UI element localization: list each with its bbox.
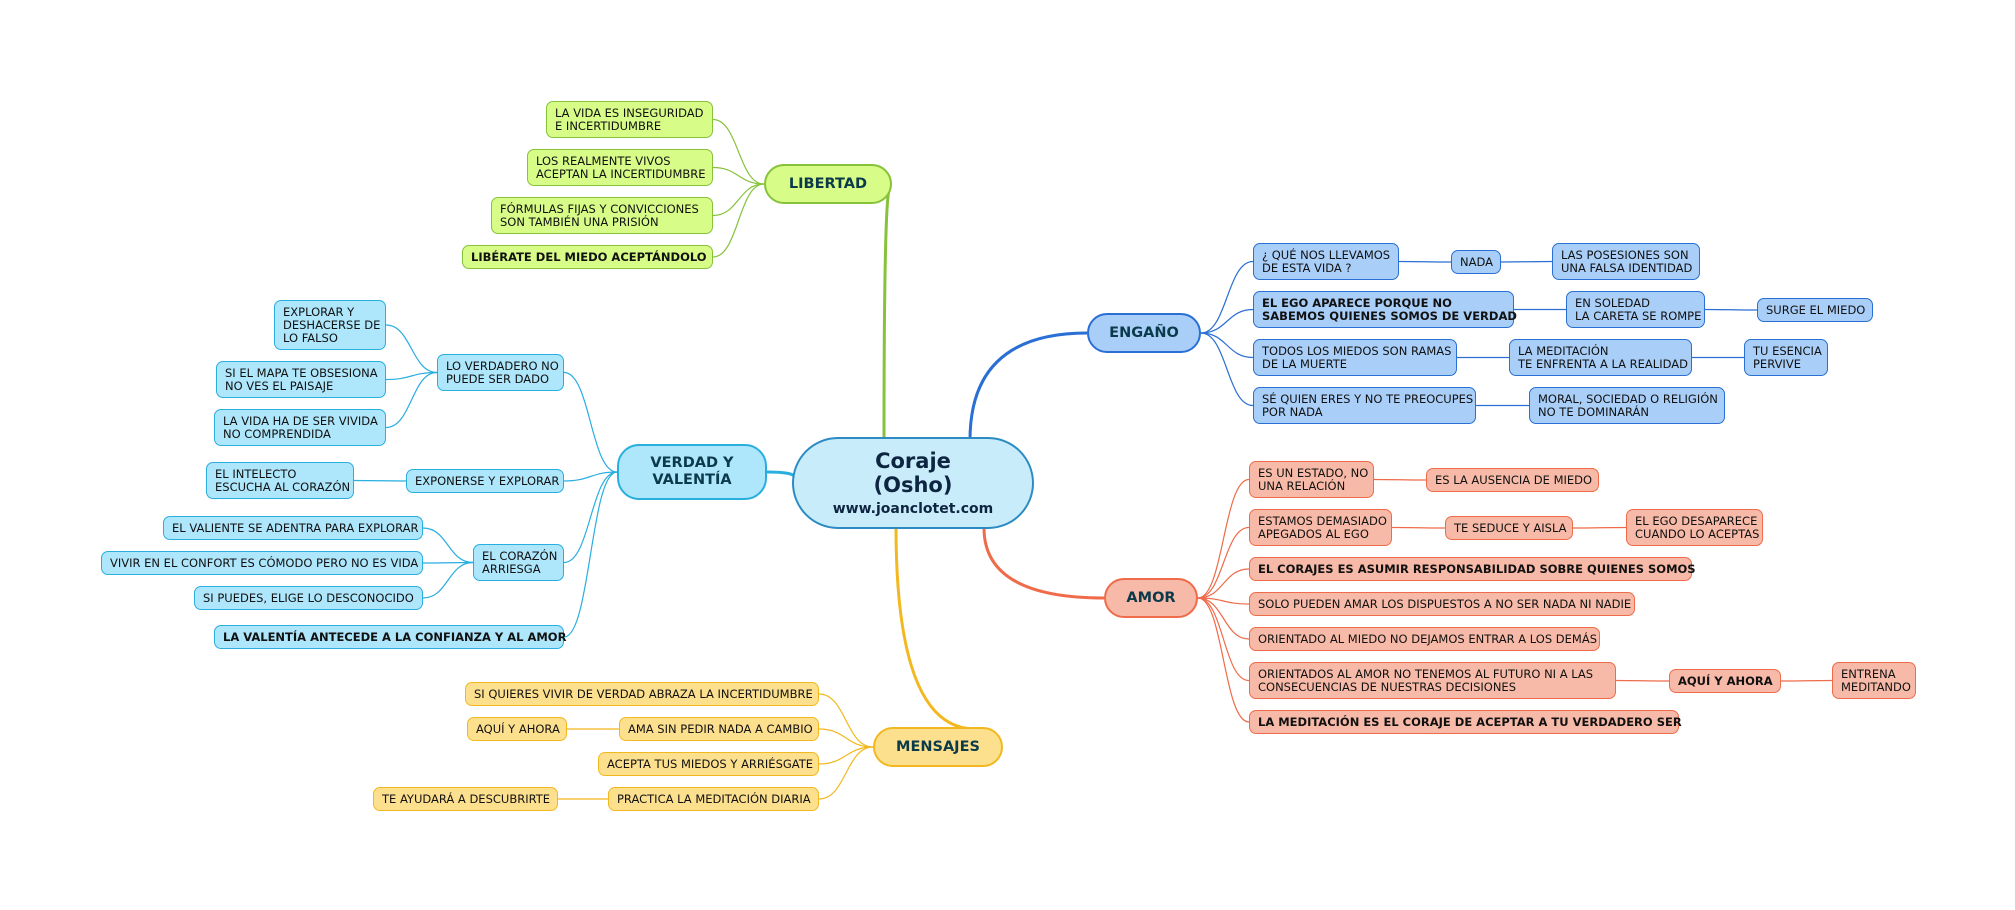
- engano-subitem[interactable]: LAS POSESIONES SON UNA FALSA IDENTIDAD: [1552, 243, 1700, 280]
- verdad-connector: [385, 371, 438, 381]
- central-url: www.joanclotet.com: [832, 500, 994, 517]
- libertad-item[interactable]: LA VIDA ES INSEGURIDAD E INCERTIDUMBRE: [546, 101, 713, 138]
- engano-item[interactable]: SÉ QUIEN ERES Y NO TE PREOCUPES POR NADA: [1253, 387, 1476, 424]
- verdad-item[interactable]: EL CORAZÓN ARRIESGA: [473, 544, 564, 581]
- branch-mensajes[interactable]: MENSAJES: [873, 727, 1003, 767]
- mensajes-item[interactable]: PRACTICA LA MEDITACIÓN DIARIA: [608, 787, 819, 811]
- verdad-subitem[interactable]: EL INTELECTO ESCUCHA AL CORAZÓN: [206, 462, 354, 499]
- amor-subitem[interactable]: AQUÍ Y AHORA: [1669, 669, 1781, 693]
- amor-connector: [1197, 478, 1250, 599]
- branch-verdad-y-valentia[interactable]: VERDAD Y VALENTÍA: [617, 444, 767, 500]
- trunk-verdad: [766, 470, 796, 478]
- amor-subitem[interactable]: ES LA AUSENCIA DE MIEDO: [1426, 468, 1599, 492]
- engano-connector: [1398, 260, 1452, 263]
- verdad-connector: [563, 471, 618, 482]
- engano-connector: [1200, 332, 1254, 359]
- libertad-item[interactable]: FÓRMULAS FIJAS Y CONVICCIONES SON TAMBIÉ…: [491, 197, 713, 234]
- verdad-connector: [563, 471, 618, 638]
- amor-item[interactable]: EL CORAJES ES ASUMIR RESPONSABILIDAD SOB…: [1249, 557, 1696, 581]
- trunk-amor: [982, 527, 1105, 600]
- amor-item[interactable]: ORIENTADO AL MIEDO NO DEJAMOS ENTRAR A L…: [1249, 627, 1600, 651]
- amor-subitem[interactable]: EL EGO DESAPARECE CUANDO LO ACEPTAS: [1626, 509, 1763, 546]
- amor-connector: [1197, 526, 1250, 599]
- amor-item[interactable]: SOLO PUEDEN AMAR LOS DISPUESTOS A NO SER…: [1249, 592, 1635, 616]
- libertad-item[interactable]: LOS REALMENTE VIVOS ACEPTAN LA INCERTIDU…: [527, 149, 713, 186]
- verdad-subitem[interactable]: EL VALIENTE SE ADENTRA PARA EXPLORAR: [163, 516, 423, 540]
- central-title: Coraje (Osho): [873, 448, 953, 497]
- mensajes-item[interactable]: AMA SIN PEDIR NADA A CAMBIO: [619, 717, 819, 741]
- mensajes-subitem[interactable]: AQUÍ Y AHORA: [467, 717, 567, 741]
- amor-item[interactable]: ES UN ESTADO, NO UNA RELACIÓN: [1249, 461, 1374, 498]
- amor-item[interactable]: ESTAMOS DEMASIADO APEGADOS AL EGO: [1249, 509, 1392, 546]
- engano-connector: [1200, 308, 1254, 334]
- mensajes-connector: [818, 693, 874, 748]
- mensajes-connector: [818, 746, 874, 800]
- engano-subitem[interactable]: NADA: [1451, 250, 1501, 274]
- mensajes-subitem[interactable]: TE AYUDARÁ A DESCUBRIRTE: [373, 787, 558, 811]
- verdad-connector: [563, 371, 618, 473]
- engano-subitem[interactable]: TU ESENCIA PERVIVE: [1744, 339, 1828, 376]
- libertad-connector: [712, 118, 765, 185]
- engano-subitem[interactable]: MORAL, SOCIEDAD O RELIGIÓN NO TE DOMINAR…: [1529, 387, 1725, 424]
- verdad-subitem[interactable]: VIVIR EN EL CONFORT ES CÓMODO PERO NO ES…: [101, 551, 423, 575]
- engano-connector: [1200, 332, 1254, 407]
- engano-item[interactable]: ¿ QUÉ NOS LLEVAMOS DE ESTA VIDA ?: [1253, 243, 1399, 280]
- central-topic[interactable]: Coraje (Osho) www.joanclotet.com: [792, 437, 1034, 529]
- verdad-connector: [563, 471, 618, 564]
- amor-item[interactable]: LA MEDITACIÓN ES EL CORAJE DE ACEPTAR A …: [1249, 710, 1682, 734]
- amor-subitem[interactable]: ENTRENA MEDITANDO: [1832, 662, 1916, 699]
- verdad-connector: [385, 371, 438, 429]
- engano-item[interactable]: TODOS LOS MIEDOS SON RAMAS DE LA MUERTE: [1253, 339, 1457, 376]
- amor-connector: [1197, 597, 1250, 682]
- amor-connector: [1391, 526, 1446, 529]
- branch-libertad[interactable]: LIBERTAD: [764, 164, 892, 204]
- verdad-connector: [422, 561, 474, 599]
- engano-subitem[interactable]: LA MEDITACIÓN TE ENFRENTA A LA REALIDAD: [1509, 339, 1692, 376]
- mensajes-connector: [818, 728, 874, 748]
- verdad-item[interactable]: LA VALENTÍA ANTECEDE A LA CONFIANZA Y AL…: [214, 625, 566, 649]
- branch-amor[interactable]: AMOR: [1104, 578, 1198, 618]
- mensajes-connector: [818, 746, 874, 765]
- amor-connector: [1197, 568, 1250, 599]
- trunk-engano: [968, 331, 1088, 441]
- engano-connector: [1200, 260, 1254, 334]
- amor-item[interactable]: ORIENTADOS AL AMOR NO TENEMOS AL FUTURO …: [1249, 662, 1616, 699]
- amor-connector: [1197, 597, 1250, 640]
- engano-connector: [1500, 260, 1553, 263]
- amor-connector: [1780, 679, 1833, 682]
- verdad-subitem[interactable]: SI EL MAPA TE OBSESIONA NO VES EL PAISAJ…: [216, 361, 386, 398]
- mensajes-item[interactable]: ACEPTA TUS MIEDOS Y ARRIÉSGATE: [598, 752, 819, 776]
- amor-connector: [1615, 679, 1670, 682]
- libertad-connector: [712, 183, 765, 217]
- amor-connector: [1572, 526, 1627, 529]
- verdad-item[interactable]: EXPONERSE Y EXPLORAR: [406, 469, 564, 493]
- trunk-mensajes: [894, 526, 976, 731]
- verdad-connector: [353, 479, 407, 482]
- engano-connector: [1704, 308, 1758, 311]
- amor-subitem[interactable]: TE SEDUCE Y AISLA: [1445, 516, 1573, 540]
- engano-item[interactable]: EL EGO APARECE PORQUE NO SABEMOS QUIENES…: [1253, 291, 1517, 328]
- verdad-subitem[interactable]: EXPLORAR Y DESHACERSE DE LO FALSO: [274, 300, 386, 350]
- verdad-subitem[interactable]: LA VIDA HA DE SER VIVIDA NO COMPRENDIDA: [214, 409, 386, 446]
- engano-subitem[interactable]: EN SOLEDAD LA CARETA SE ROMPE: [1566, 291, 1705, 328]
- verdad-connector: [422, 527, 474, 564]
- trunk-libertad: [882, 186, 892, 441]
- branch-engano[interactable]: ENGAÑO: [1087, 313, 1201, 353]
- verdad-connector: [385, 324, 438, 374]
- libertad-item[interactable]: LIBÉRATE DEL MIEDO ACEPTÁNDOLO: [462, 245, 713, 269]
- mensajes-item[interactable]: SI QUIERES VIVIR DE VERDAD ABRAZA LA INC…: [465, 682, 819, 706]
- amor-connector: [1373, 478, 1427, 481]
- engano-subitem[interactable]: SURGE EL MIEDO: [1757, 298, 1873, 322]
- amor-connector: [1197, 597, 1250, 723]
- libertad-connector: [712, 166, 765, 185]
- verdad-item[interactable]: LO VERDADERO NO PUEDE SER DADO: [437, 354, 564, 391]
- verdad-subitem[interactable]: SI PUEDES, ELIGE LO DESCONOCIDO: [194, 586, 423, 610]
- verdad-connector: [422, 561, 474, 564]
- libertad-connector: [712, 183, 765, 258]
